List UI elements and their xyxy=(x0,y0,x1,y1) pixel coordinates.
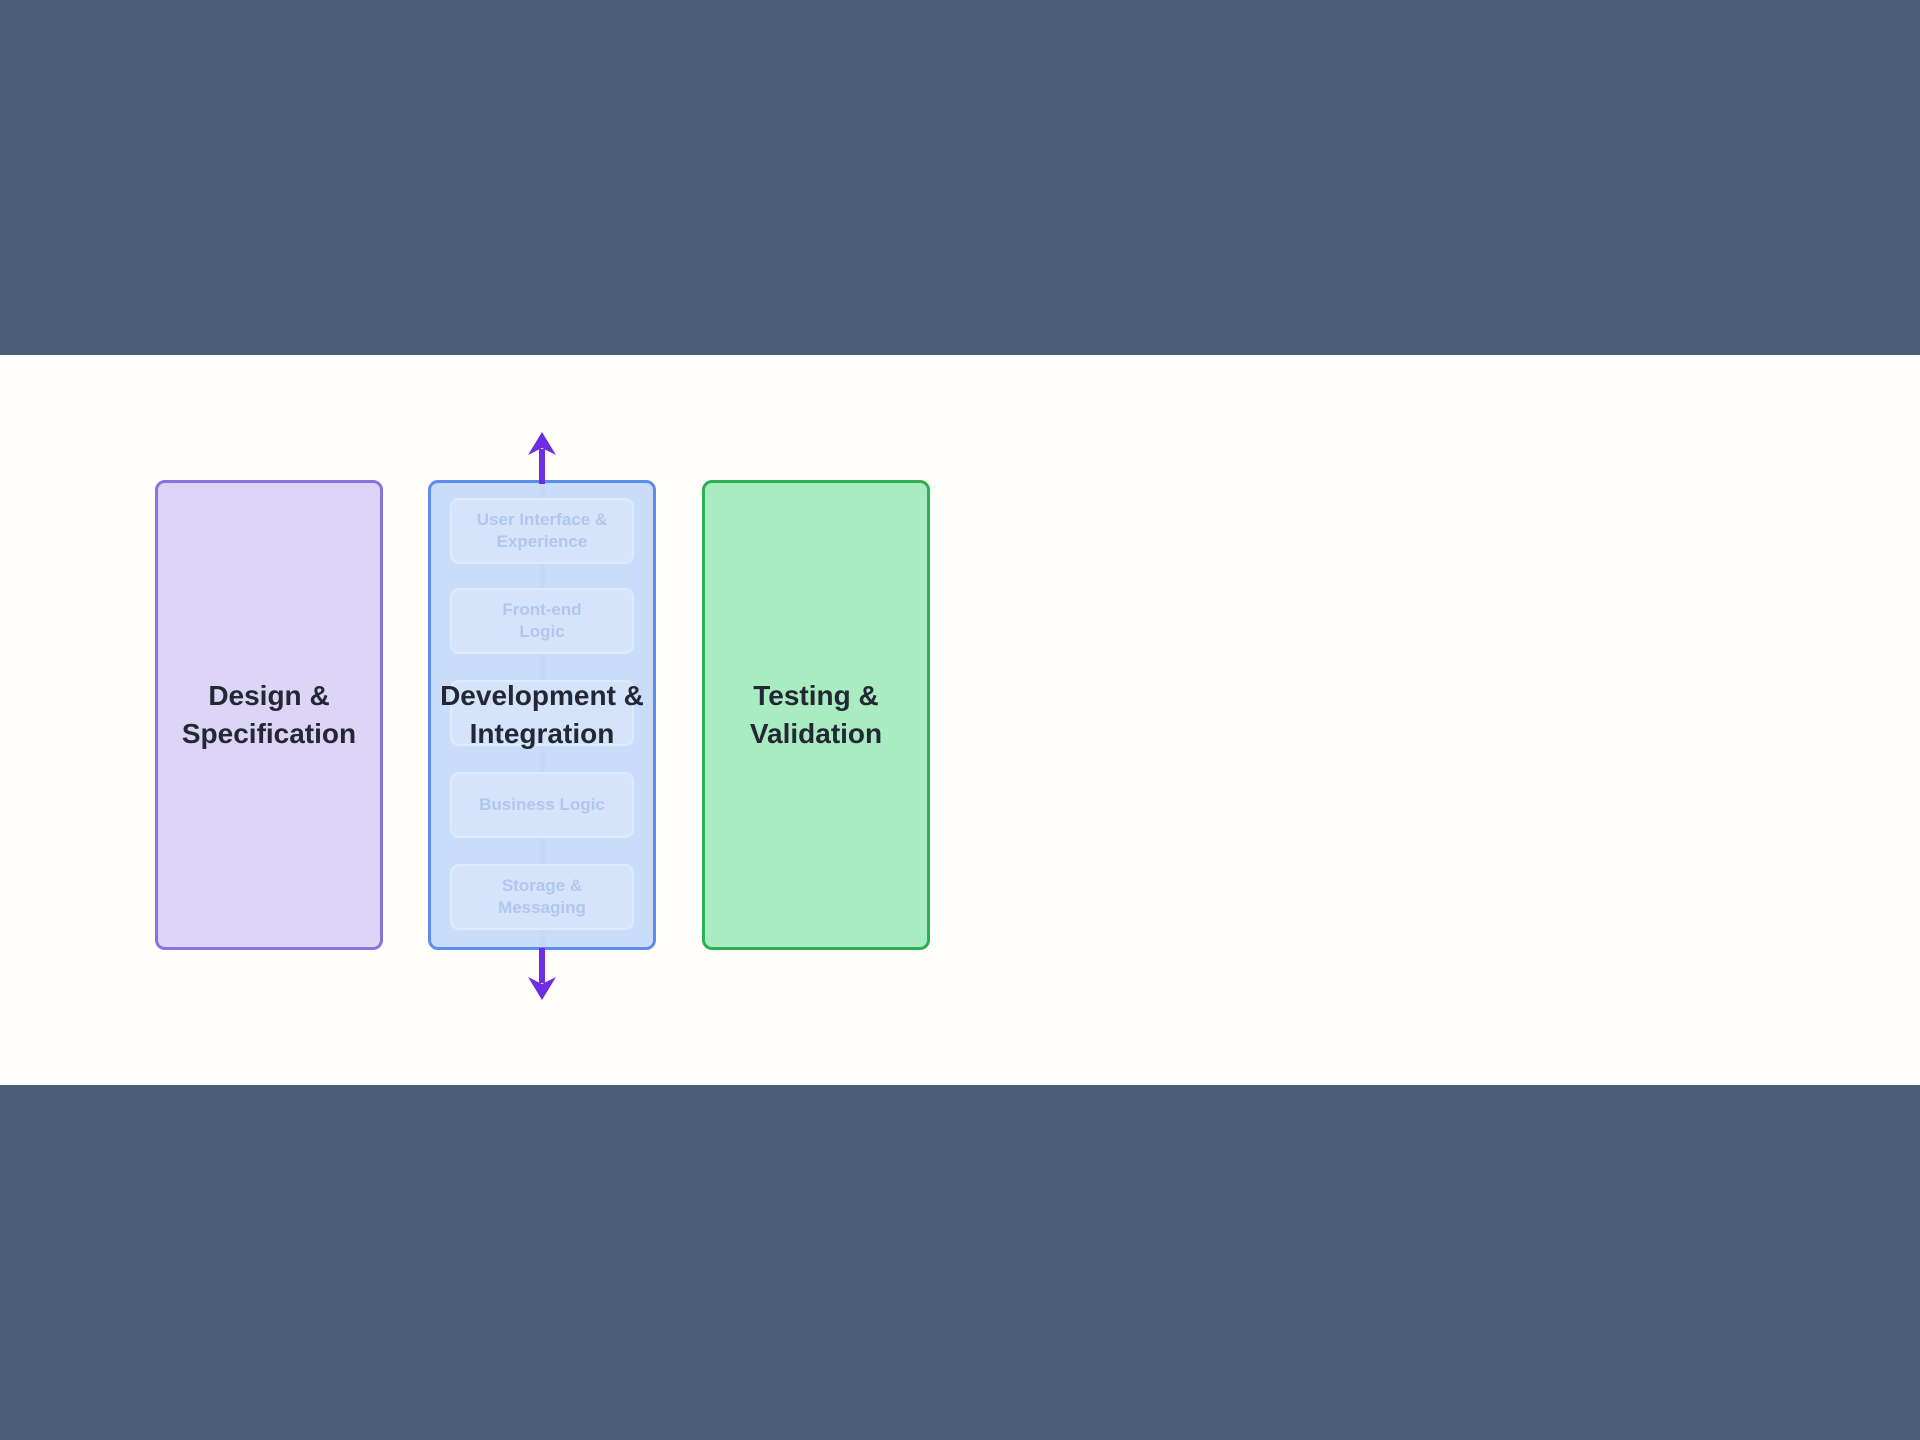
sub-box-label-line: Experience xyxy=(496,532,588,551)
testing-validation-box: Testing & Validation xyxy=(702,480,930,950)
sub-box-label-line: Front-end xyxy=(502,599,582,619)
development-integration-box: User Interface & Experience Front-end Lo… xyxy=(428,480,656,950)
label-line: Validation xyxy=(749,718,883,749)
up-arrow-icon xyxy=(528,432,556,484)
design-specification-box: Design & Specification xyxy=(155,480,383,950)
sub-box-label-line: Storage & xyxy=(501,875,583,895)
sub-box-storage-messaging: Storage & Messaging xyxy=(450,864,634,930)
sub-box-business-logic: Business Logic xyxy=(450,772,634,838)
label-line: Design & xyxy=(208,680,330,712)
sub-box-front-end-logic: Front-end Logic xyxy=(450,588,634,654)
down-arrow-icon xyxy=(528,948,556,1000)
sub-box-obscured-by-group-label xyxy=(450,680,634,746)
design-specification-label: Design & Specification xyxy=(158,483,380,947)
bottom-letterbox-band xyxy=(0,1085,1920,1440)
development-integration-label: Development & Integration xyxy=(431,483,653,947)
sub-box-label-line: Messaging xyxy=(498,898,586,917)
top-letterbox-band xyxy=(0,0,1920,355)
testing-validation-label: Testing & Validation xyxy=(705,483,927,947)
sub-box-user-interface-experience: User Interface & Experience xyxy=(450,498,634,564)
label-line: Integration xyxy=(469,718,615,749)
label-line: Testing & xyxy=(753,680,879,712)
sub-box-label-line: Business Logic xyxy=(479,794,605,814)
sub-box-label-line: Logic xyxy=(519,622,565,641)
label-line: Specification xyxy=(181,718,357,749)
label-line: Development & xyxy=(440,680,644,712)
sub-box-label-line: User Interface & xyxy=(476,509,608,529)
